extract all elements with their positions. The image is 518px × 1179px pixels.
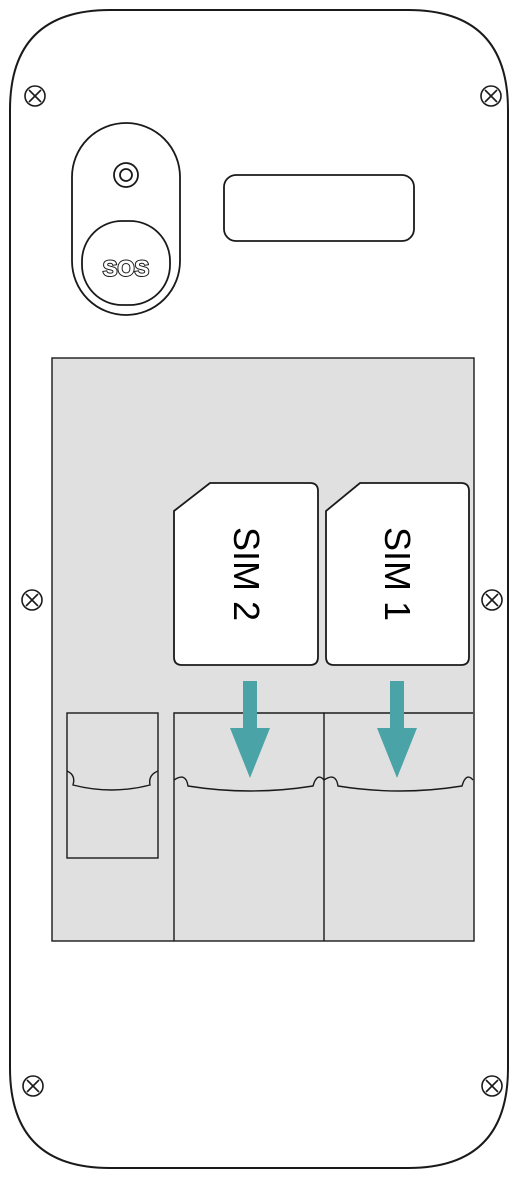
- screw-icon: [21, 589, 43, 611]
- sim-card-2: SIM 2: [173, 482, 319, 666]
- camera-icon: [113, 162, 139, 188]
- sim-card-label: SIM 1: [377, 527, 418, 621]
- sim-slot-2: [173, 712, 325, 941]
- sos-label: SOS: [103, 256, 149, 281]
- speaker-window: [223, 174, 415, 242]
- sim-card-1: SIM 1: [325, 482, 470, 666]
- sim-slot-1: [323, 712, 474, 941]
- screw-icon: [24, 85, 46, 107]
- memory-card-slot: [66, 712, 159, 859]
- arrow-down-icon: [230, 681, 270, 778]
- screw-icon: [480, 85, 502, 107]
- camera-sos-module: SOS: [71, 122, 181, 316]
- screw-icon: [481, 1075, 503, 1097]
- screw-icon: [481, 589, 503, 611]
- arrow-down-icon: [377, 681, 417, 778]
- sim-card-label: SIM 2: [226, 527, 267, 621]
- sos-button[interactable]: [81, 220, 171, 306]
- screw-icon: [22, 1075, 44, 1097]
